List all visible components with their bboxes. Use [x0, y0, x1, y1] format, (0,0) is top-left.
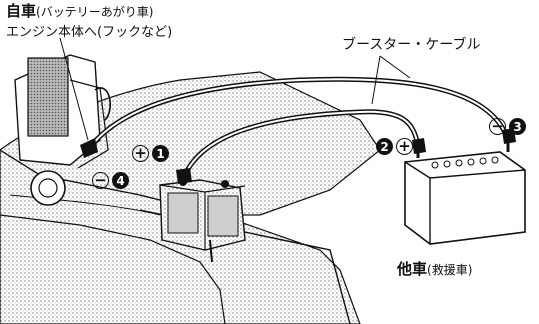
step-number: 4 — [112, 172, 129, 189]
minus-sign: − — [92, 172, 109, 189]
booster-cable-negative — [85, 76, 511, 152]
step-4-marker: − 4 — [92, 172, 129, 189]
engine-ground-label: エンジン本体へ(フックなど) — [6, 25, 173, 40]
booster-cable-positive — [180, 109, 421, 181]
own-car-label: 自車(バッテリーあがり車) — [6, 2, 154, 20]
plus-sign: + — [132, 145, 149, 162]
cable-clips — [80, 128, 516, 184]
own-car-battery — [159, 178, 246, 263]
rescue-car-label: 他車(救援車) — [397, 260, 473, 278]
step-number: 1 — [152, 145, 169, 162]
step-1-marker: + 1 — [132, 145, 169, 162]
plus-sign: + — [396, 138, 413, 155]
own-car-note: (バッテリーあがり車) — [36, 5, 154, 19]
step-number: 3 — [509, 118, 526, 135]
engine-block — [14, 54, 111, 206]
step-number: 2 — [376, 138, 393, 155]
step-2-marker: 2 + — [376, 138, 413, 155]
minus-sign: − — [489, 118, 506, 135]
step-3-marker: − 3 — [489, 118, 526, 135]
leader-lines — [59, 37, 411, 141]
rescue-car-battery — [404, 140, 526, 245]
booster-cable-label: ブースター・ケーブル — [342, 37, 481, 53]
rescue-car-note: (救援車) — [427, 263, 473, 277]
